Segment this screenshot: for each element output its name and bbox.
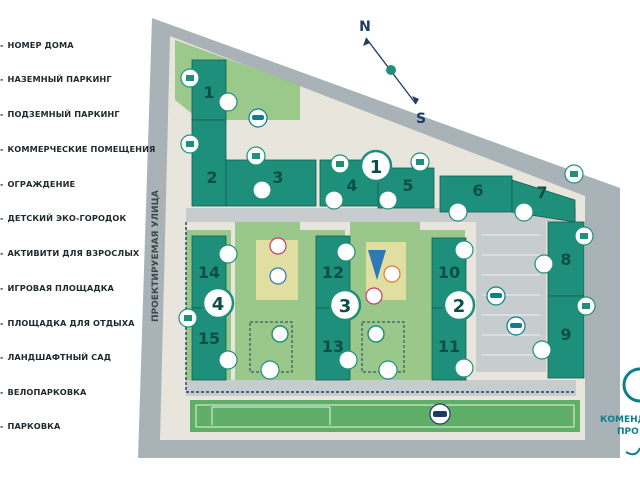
legend-item: -ЛАНДШАФТНЫЙ САД [0,352,112,362]
house-number: 5 [402,176,413,195]
legend-item: -ИГРОВАЯ ПЛОЩАДКА [0,283,114,293]
house-3 [225,159,317,207]
house-numbers: 1 2 3 4 5 6 7 8 9 10 11 12 13 14 15 [198,83,572,356]
legend-item: -НАЗЕМНЫЙ ПАРКИНГ [0,74,112,84]
playground-zones [249,237,406,380]
badge-line-1: КОМЕНД [600,415,640,425]
house-number: 10 [438,263,460,282]
house-number: 1 [203,83,214,102]
legend-item: -ОГРАЖДЕНИЕ [0,179,76,189]
house-number: 3 [272,168,283,187]
legend-item: -ПОДЗЕМНЫЙ ПАРКИНГ [0,109,120,119]
commercial-glyphs [184,75,590,321]
house-number: 4 [346,176,357,195]
house-number: 13 [322,337,344,356]
compass-north: N [359,19,371,35]
house-number: 6 [472,181,483,200]
bike-parking-icons [218,92,554,378]
commandant-badge: КОМЕНД ПРО [600,367,640,456]
house-number: 15 [198,329,220,348]
legend-item: -АКТИВИТИ ДЛЯ ВЗРОСЛЫХ [0,248,140,258]
compass-south: S [416,111,426,127]
legend-item: -ПАРКОВКА [0,421,61,431]
badge-line-2: ПРО [617,427,639,437]
legend-item: -КОММЕРЧЕСКИЕ ПОМЕЩЕНИЯ [0,144,156,154]
house-15 [191,307,227,381]
house-1 [191,59,227,121]
legend-item: -ДЕТСКИЙ ЭКО-ГОРОДОК [0,213,127,223]
block-number: 4 [212,294,225,315]
fence [185,222,575,393]
block-number: 1 [370,157,383,178]
house-number: 12 [322,263,344,282]
legend: -НОМЕР ДОМА -НАЗЕМНЫЙ ПАРКИНГ -ПОДЗЕМНЫЙ… [0,0,155,480]
house-number: 14 [198,263,220,282]
legend-item: -ПЛОЩАДКА ДЛЯ ОТДЫХА [0,318,135,328]
parking-rows [482,234,540,356]
block-number: 2 [453,296,466,317]
block-number: 3 [339,296,352,317]
compass: N S [359,19,426,127]
legend-item: -НОМЕР ДОМА [0,40,74,50]
house-2 [191,119,227,207]
sports-field-line [195,404,575,428]
block-markers: 1 2 3 4 [201,149,476,322]
house-number: 7 [536,183,547,202]
car-parking-icons [248,108,526,425]
house-number: 8 [560,250,571,269]
house-number: 11 [438,337,460,356]
house-number: 2 [206,168,217,187]
legend-item: -ВЕЛОПАРКОВКА [0,387,87,397]
house-number: 9 [560,325,571,344]
street-label: ПРОЕКТИРУЕМАЯ УЛИЦА [151,190,161,322]
internal-roads [186,208,576,396]
